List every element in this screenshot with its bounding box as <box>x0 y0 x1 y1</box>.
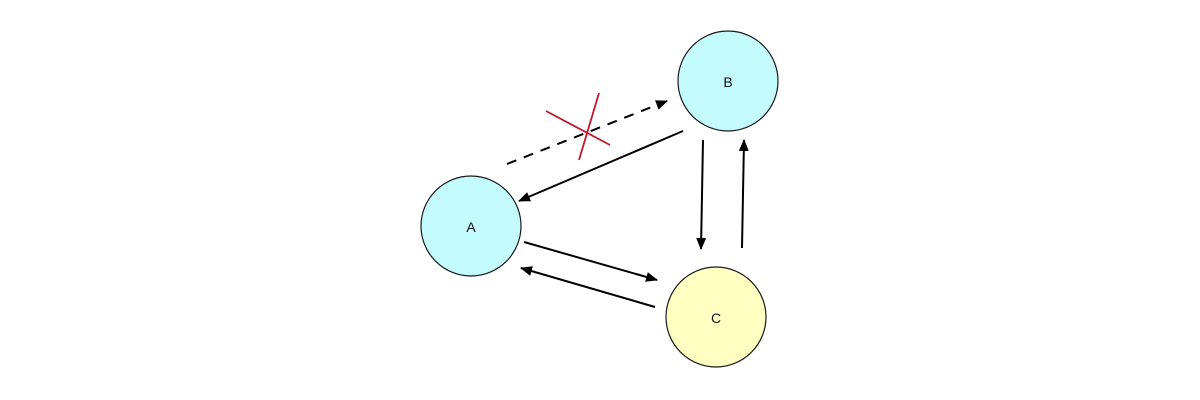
node-a-label: A <box>466 219 476 235</box>
edge-b-to-c <box>696 139 707 250</box>
node-c-label: C <box>711 310 721 326</box>
node-b-circle <box>677 30 779 132</box>
node-a: A <box>420 175 522 277</box>
node-b: B <box>677 30 779 132</box>
edge-a-to-c <box>523 241 658 282</box>
node-c: C <box>665 266 767 368</box>
edge-c-to-a <box>520 266 656 308</box>
edges <box>506 100 749 308</box>
node-b-label: B <box>723 74 732 90</box>
node-a-circle <box>420 175 522 277</box>
edge-c-to-b <box>738 139 749 249</box>
node-c-circle <box>665 266 767 368</box>
blocked-cross-icon <box>545 92 611 161</box>
edge-b-to-a <box>518 130 684 202</box>
